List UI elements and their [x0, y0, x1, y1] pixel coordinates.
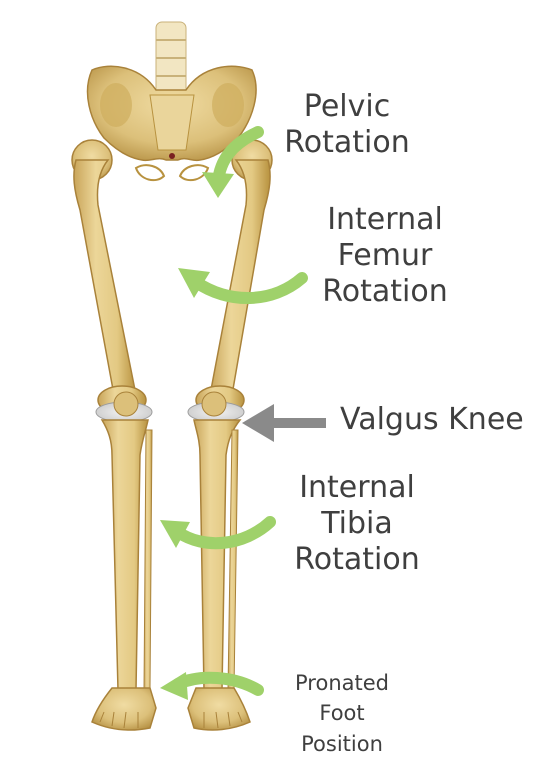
tibia-rotation-label: Internal Tibia Rotation	[272, 470, 442, 578]
right-tibia	[194, 420, 240, 690]
valgus-knee-arrow	[242, 404, 326, 442]
right-femur	[196, 140, 272, 414]
left-tibia	[102, 420, 152, 690]
left-foot	[92, 688, 156, 730]
left-femur	[72, 140, 146, 414]
femur-rotation-label: Internal Femur Rotation	[305, 202, 465, 310]
pronated-foot-label: Pronated Foot Position	[272, 668, 412, 759]
valgus-knee-label: Valgus Knee	[340, 402, 546, 438]
right-foot	[188, 688, 250, 730]
pelvic-rotation-label: Pelvic Rotation	[272, 89, 422, 161]
